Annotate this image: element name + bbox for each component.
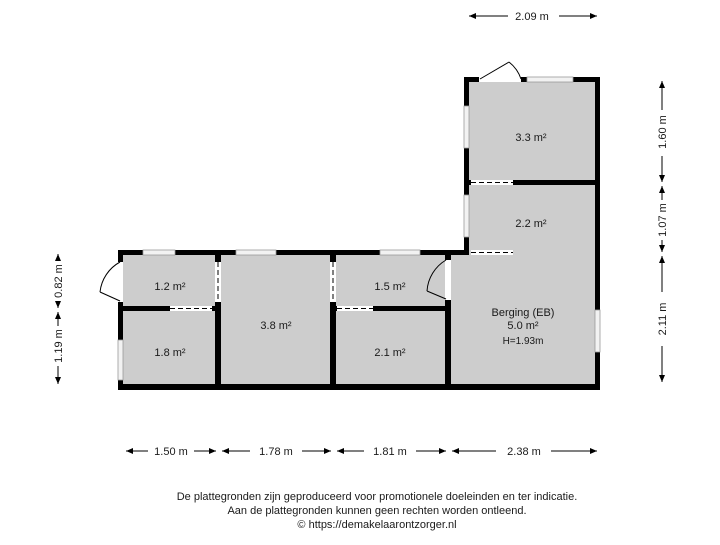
footer-line-3: © https://demakelaarontzorger.nl <box>297 519 456 531</box>
door-leaf <box>99 291 121 302</box>
dimension-label: 2.38 m <box>507 446 541 458</box>
window <box>594 309 601 353</box>
doors <box>99 61 522 302</box>
window <box>379 249 421 256</box>
floor-areas <box>121 80 596 386</box>
room-area-label: 2.2 m² <box>515 218 547 230</box>
dimension-label-top: 2.09 m <box>515 11 549 23</box>
floor-right-wing <box>467 80 596 255</box>
dimension-label: 2.11 m <box>657 303 669 336</box>
wall-interior-h2 <box>335 306 446 311</box>
room-area-label: 3.3 m² <box>515 132 547 144</box>
footer-line-1: De plattegronden zijn geproduceerd voor … <box>177 491 578 503</box>
door-openings <box>170 180 513 311</box>
window <box>463 105 470 149</box>
wall-bottom <box>118 384 600 390</box>
dimension-right-labels: 1.60 m 1.07 m 2.11 m <box>657 115 669 335</box>
wall-interior-v1 <box>215 252 221 387</box>
door-arc <box>99 261 121 293</box>
room-name-label: Berging (EB) <box>492 307 555 319</box>
room-labels: 1.2 m² 1.8 m² 3.8 m² 1.5 m² 2.1 m² Bergi… <box>154 132 554 359</box>
dimension-label: 1.81 m <box>373 446 407 458</box>
dimension-label: 1.60 m <box>657 115 669 149</box>
room-area-label: 1.8 m² <box>154 347 186 359</box>
dimension-label: 0.82 m <box>53 264 65 298</box>
door-leaf <box>426 290 447 300</box>
door-arc <box>426 259 447 292</box>
dimension-label: 1.78 m <box>259 446 293 458</box>
wall-top-left-wing <box>118 250 468 255</box>
window <box>463 194 470 238</box>
door-opening <box>445 260 451 300</box>
door-leaf <box>479 61 510 80</box>
room-height-label: H=1.93m <box>503 336 544 347</box>
dimension-label: 1.07 m <box>657 203 669 237</box>
wall-left <box>118 250 123 390</box>
room-area-label: 5.0 m² <box>507 320 539 332</box>
wall-interior-h1 <box>121 306 217 311</box>
window <box>142 249 176 256</box>
dimension-left-labels: 0.82 m 1.19 m <box>53 264 65 363</box>
window <box>117 339 124 381</box>
dimension-label: 1.19 m <box>53 329 65 363</box>
wall-interior-v3 <box>445 252 451 387</box>
door-opening <box>118 262 123 302</box>
door-opening <box>479 77 521 82</box>
footer-line-2: Aan de plattegronden kunnen geen rechten… <box>227 505 526 517</box>
floor-left-wing <box>121 252 596 386</box>
window <box>526 76 574 83</box>
wall-right-wing-left <box>464 77 469 255</box>
door-arc <box>508 61 522 80</box>
windows <box>117 76 601 381</box>
wall-interior-h3 <box>466 180 597 185</box>
walls <box>118 77 600 390</box>
room-area-label: 3.8 m² <box>260 320 292 332</box>
room-area-label: 2.1 m² <box>374 347 406 359</box>
room-area-label: 1.2 m² <box>154 281 186 293</box>
window <box>235 249 277 256</box>
room-area-label: 1.5 m² <box>374 281 406 293</box>
dimension-label: 1.50 m <box>154 446 188 458</box>
footer-disclaimer: De plattegronden zijn geproduceerd voor … <box>177 491 578 531</box>
wall-interior-v2 <box>330 252 336 387</box>
dimension-bottom-labels: 1.50 m 1.78 m 1.81 m 2.38 m <box>154 446 541 458</box>
wall-right <box>595 77 600 390</box>
